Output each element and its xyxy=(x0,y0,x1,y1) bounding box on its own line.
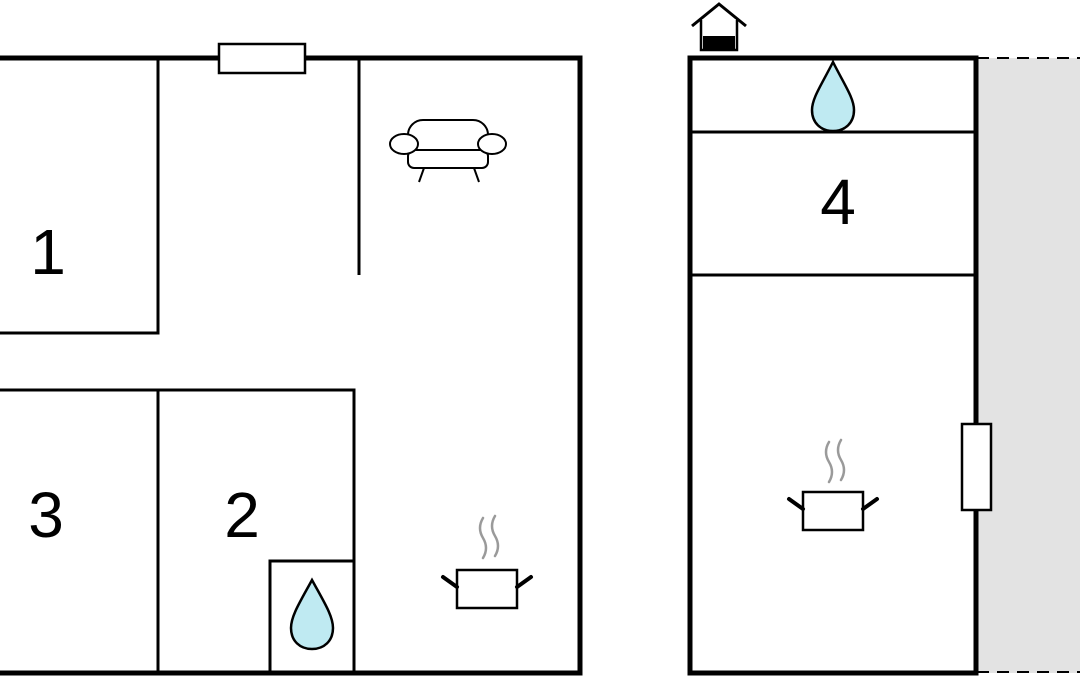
house-entrance-icon xyxy=(691,2,747,52)
room-label-2: 2 xyxy=(224,479,260,551)
water-drop-icon xyxy=(289,577,335,651)
water-drop-icon xyxy=(810,59,856,133)
cooking-pot-icon xyxy=(787,438,879,532)
window-icon xyxy=(960,422,993,512)
right-outer-wall xyxy=(687,55,979,676)
room-label-1: 1 xyxy=(30,216,66,288)
room-label-4: 4 xyxy=(820,166,856,238)
room-3-2-wall xyxy=(0,388,356,673)
sofa-icon xyxy=(389,119,507,183)
bathroom-wall xyxy=(268,559,354,673)
cooking-pot-icon xyxy=(441,514,533,610)
window-icon xyxy=(217,42,307,75)
room-label-3: 3 xyxy=(28,479,64,551)
left-building: 1 3 2 xyxy=(0,42,583,676)
room-1-wall xyxy=(0,58,160,335)
right-building: 4 xyxy=(687,2,1080,676)
outdoor-area xyxy=(977,58,1080,673)
